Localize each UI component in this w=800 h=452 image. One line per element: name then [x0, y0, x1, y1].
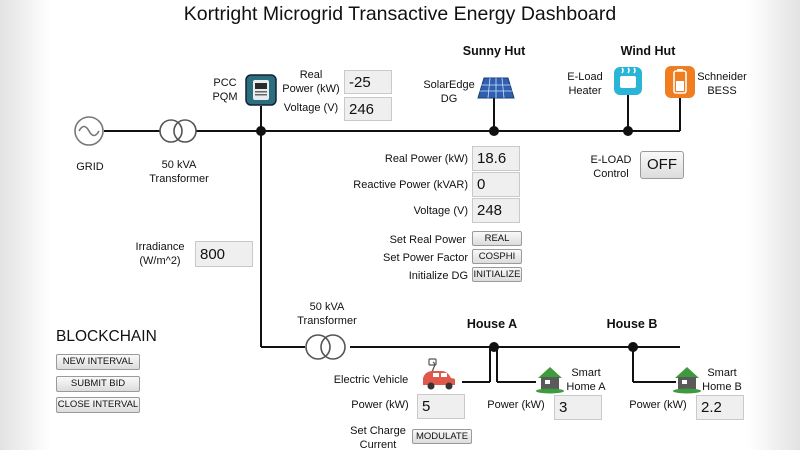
pqm-meter-icon — [245, 74, 277, 106]
solaredge-dg-label: SolarEdge DG — [423, 79, 475, 105]
set-real-power-label: Set Real Power — [389, 234, 466, 246]
smart-home-a-power-label: Power (kW) — [487, 399, 545, 411]
submit-bid-button[interactable]: SUBMIT BID — [56, 376, 140, 392]
transformer-bottom-icon — [305, 334, 346, 360]
irradiance-label: Irradiance (W/m^2) — [135, 241, 185, 267]
modulate-button[interactable]: MODULATE — [412, 429, 472, 444]
real-button[interactable]: REAL — [472, 231, 522, 246]
initialize-dg-label: Initialize DG — [408, 270, 468, 282]
smart-home-b-power-value: 2.2 — [696, 395, 744, 420]
set-power-factor-label: Set Power Factor — [383, 252, 468, 264]
bess-label: Schneider BESS — [697, 71, 747, 97]
electric-vehicle-icon — [423, 358, 455, 390]
eload-off-button[interactable]: OFF — [640, 151, 684, 179]
ev-power-value: 5 — [417, 394, 465, 419]
pcc-label: PCC PQM — [212, 77, 238, 103]
dg-reactive-power-value: 0 — [472, 172, 520, 197]
irradiance-value: 800 — [195, 241, 253, 267]
house-b-title: House B — [606, 317, 658, 331]
pcc-voltage-value: 246 — [344, 97, 392, 121]
cosphi-button[interactable]: COSPHI — [472, 249, 522, 264]
smart-home-a-icon — [536, 367, 564, 394]
heater-icon — [614, 67, 642, 95]
solar-node — [489, 126, 499, 136]
solar-panel-icon — [477, 77, 515, 99]
blockchain-title: BLOCKCHAIN — [56, 328, 157, 345]
transformer-bottom-label: 50 kVA Transformer — [297, 301, 357, 327]
page-title: Kortright Microgrid Transactive Energy D… — [183, 3, 617, 25]
close-interval-button[interactable]: CLOSE INTERVAL — [56, 397, 140, 413]
pcc-node — [256, 126, 266, 136]
smart-home-b-icon — [673, 367, 701, 394]
pcc-real-power-value: -25 — [344, 70, 392, 94]
set-charge-current-label: Set Charge Current — [350, 425, 406, 451]
dg-real-power-value: 18.6 — [472, 146, 520, 171]
transformer-top-label: 50 kVA Transformer — [149, 159, 209, 185]
house-a-node — [489, 342, 499, 352]
wind-node — [623, 126, 633, 136]
battery-icon — [665, 66, 695, 98]
dg-reactive-power-label: Reactive Power (kVAR) — [353, 179, 468, 191]
transformer-top-icon — [159, 119, 197, 143]
smart-home-a-label: Smart Home A — [566, 367, 606, 393]
house-a-title: House A — [466, 317, 518, 331]
grid-label: GRID — [76, 161, 104, 173]
dg-voltage-value: 248 — [472, 198, 520, 223]
eload-heater-label: E-Load Heater — [567, 71, 603, 97]
right-margin — [748, 0, 800, 450]
wind-hut-title: Wind Hut — [620, 44, 676, 58]
ev-power-label: Power (kW) — [351, 399, 409, 411]
electric-vehicle-label: Electric Vehicle — [333, 374, 409, 386]
initialize-button[interactable]: INITIALIZE — [472, 267, 522, 282]
new-interval-button[interactable]: NEW INTERVAL — [56, 354, 140, 370]
house-b-node — [628, 342, 638, 352]
sunny-hut-title: Sunny Hut — [462, 44, 526, 58]
left-margin — [0, 0, 52, 450]
smart-home-a-power-value: 3 — [554, 395, 602, 420]
ac-source-icon — [74, 116, 104, 146]
dg-real-power-label: Real Power (kW) — [384, 153, 468, 165]
pcc-voltage-label: Voltage (V) — [283, 102, 339, 114]
smart-home-b-label: Smart Home B — [702, 367, 742, 393]
eload-control-label: E-LOAD Control — [590, 154, 632, 180]
smart-home-b-power-label: Power (kW) — [629, 399, 687, 411]
dg-voltage-label: Voltage (V) — [413, 205, 468, 217]
pcc-real-power-label: Real Power (kW) — [282, 69, 340, 95]
